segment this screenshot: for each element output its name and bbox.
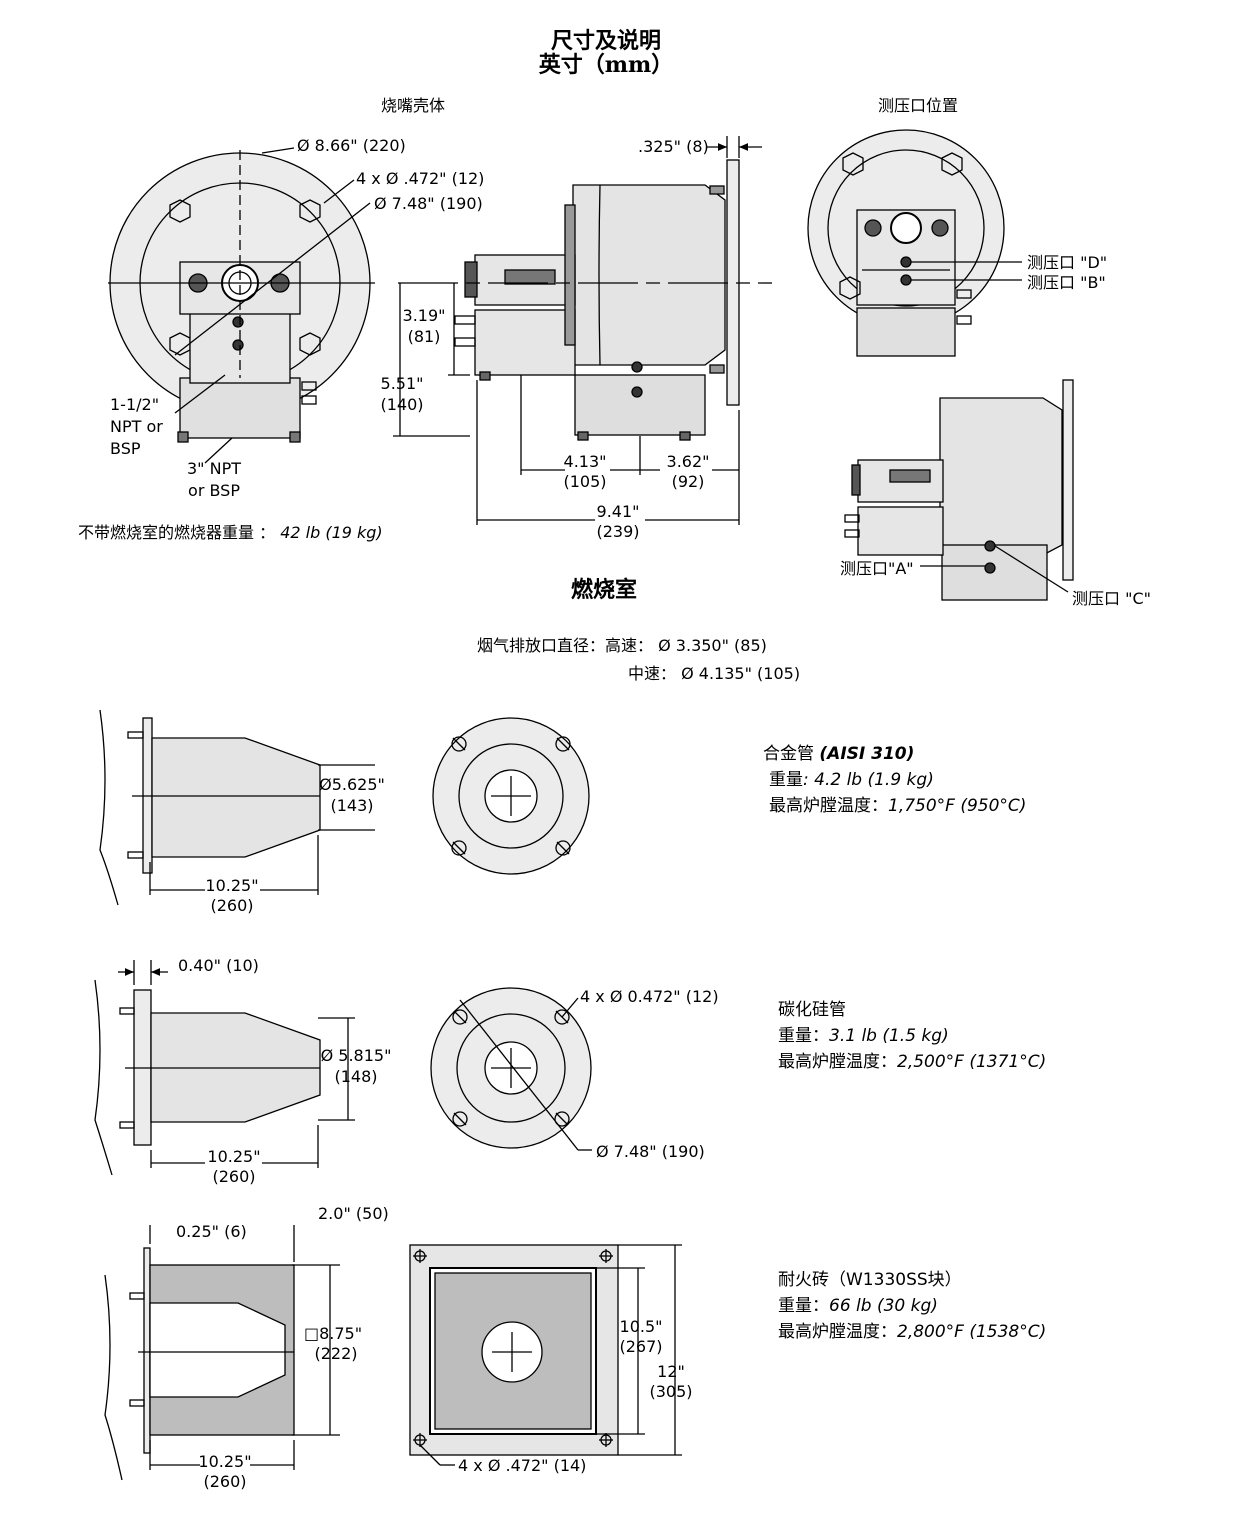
alloy-len-in: 10.25" — [205, 876, 259, 895]
dim-h2-in: 5.51" — [380, 374, 424, 393]
dim-flange: .325" (8) — [638, 137, 709, 156]
refractory-front — [409, 1244, 682, 1466]
ref-out-mm: (305) — [649, 1382, 693, 1401]
dim-bolt-circle: Ø 7.48" (190) — [374, 194, 483, 213]
dim-w1-in: 4.13" — [563, 452, 607, 471]
ref-name: 耐火砖（W1330SS块） — [778, 1270, 962, 1290]
sic-temp: 最高炉膛温度：2,500°F (1371°C) — [778, 1052, 1047, 1072]
dim-w2-mm: (92) — [671, 472, 705, 491]
refractory-side — [104, 1225, 340, 1481]
alloy-dia-in: Ø5.625" — [319, 775, 385, 794]
dim-w2-in: 3.62" — [666, 452, 710, 471]
page-title: 尺寸及说明 — [550, 28, 662, 54]
label-npt-small-3: BSP — [110, 439, 141, 458]
ref-holes: 4 x Ø .472" (14) — [458, 1456, 587, 1475]
dim-w1-mm: (105) — [563, 472, 607, 491]
sic-dia-mm: (148) — [334, 1067, 378, 1086]
tap-side-view — [844, 379, 1074, 601]
page-subtitle: 英寸（mm） — [538, 52, 674, 78]
ref-len-in: 10.25" — [198, 1452, 252, 1471]
ref-in-in: 10.5" — [619, 1317, 663, 1336]
bolt-hole-icon — [451, 736, 571, 856]
dim-bolt-holes: 4 x Ø .472" (12) — [356, 169, 485, 188]
ref-temp: 最高炉膛温度：2,800°F (1538°C) — [778, 1322, 1047, 1342]
housing-side-view — [393, 136, 772, 525]
sic-flange: 0.40" (10) — [178, 956, 259, 975]
dim-h1-mm: (81) — [407, 327, 441, 346]
exhaust-mid: 中速： Ø 4.135" (105) — [628, 664, 801, 683]
alloy-name: 合金管 (AISI 310) — [763, 744, 915, 764]
alloy-weight: 重量: 4.2 lb (1.9 kg) — [769, 770, 934, 790]
label-npt-small-2: NPT or — [110, 417, 163, 436]
housing-front-view — [108, 147, 375, 464]
tap-b-label: 测压口 "B" — [1027, 273, 1106, 292]
ref-sq-mm: (222) — [314, 1344, 358, 1363]
alloy-tube-side — [99, 709, 375, 906]
tap-front-view — [807, 129, 1022, 357]
dim-w3-in: 9.41" — [596, 502, 640, 521]
alloy-len-mm: (260) — [210, 896, 254, 915]
taps-heading: 测压口位置 — [877, 96, 959, 115]
sic-len-in: 10.25" — [207, 1147, 261, 1166]
sic-len-mm: (260) — [212, 1167, 256, 1186]
housing-heading: 烧嘴壳体 — [380, 96, 446, 115]
ref-weight: 重量：66 lb (30 kg) — [778, 1296, 938, 1316]
dim-h2-mm: (140) — [380, 395, 424, 414]
sic-holes: 4 x Ø 0.472" (12) — [580, 987, 719, 1006]
sic-tube-side — [94, 960, 355, 1176]
bolt-hole-icon — [452, 1009, 570, 1127]
tap-c-label: 测压口 "C" — [1072, 589, 1151, 608]
dim-outer-diameter: Ø 8.66" (220) — [297, 136, 406, 155]
ref-t1: 0.25" (6) — [176, 1222, 247, 1241]
dim-h1-in: 3.19" — [402, 306, 446, 325]
dim-w3-mm: (239) — [596, 522, 640, 541]
sic-tube-front — [430, 987, 592, 1151]
ref-out-in: 12" — [657, 1362, 685, 1381]
sic-dia-in: Ø 5.815" — [320, 1046, 392, 1065]
bolt-hole-icon — [413, 1249, 613, 1447]
sic-bolt: Ø 7.48" (190) — [596, 1142, 705, 1161]
alloy-tube-front — [432, 717, 590, 875]
label-npt-large-2: or BSP — [188, 481, 240, 500]
ref-len-mm: (260) — [203, 1472, 247, 1491]
alloy-temp: 最高炉膛温度：1,750°F (950°C) — [769, 796, 1027, 816]
ref-in-mm: (267) — [619, 1337, 663, 1356]
exhaust-high: 烟气排放口直径：高速： Ø 3.350" (85) — [477, 636, 767, 655]
label-npt-small-1: 1-1/2" — [110, 395, 160, 414]
alloy-dia-mm: (143) — [330, 796, 374, 815]
combustor-heading: 燃烧室 — [570, 578, 638, 603]
sic-name: 碳化硅管 — [778, 1000, 846, 1020]
sic-weight: 重量：3.1 lb (1.5 kg) — [778, 1026, 949, 1046]
label-npt-large-1: 3" NPT — [186, 459, 242, 478]
ref-sq-in: □8.75" — [303, 1324, 363, 1343]
tap-a-label: 测压口"A" — [840, 559, 914, 578]
tap-d-label: 测压口 "D" — [1027, 253, 1108, 272]
ref-t2: 2.0" (50) — [318, 1204, 389, 1223]
weight-label: 不带燃烧室的燃烧器重量 ： 42 lb (19 kg) — [78, 523, 383, 542]
